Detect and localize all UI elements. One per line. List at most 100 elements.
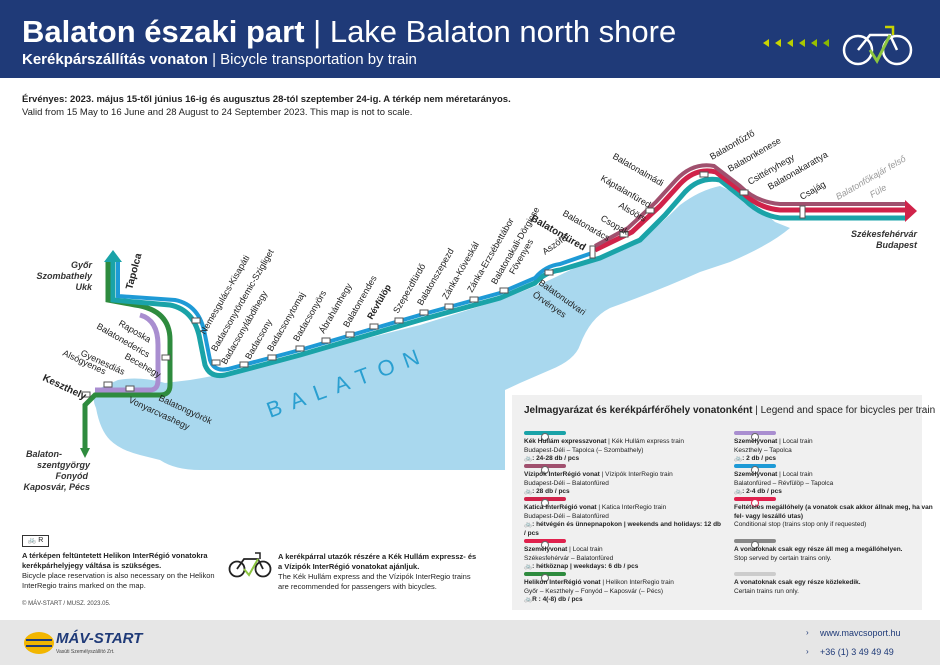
legend-name-en: Stop served by certain trains only. (734, 554, 832, 562)
line-helikon (82, 262, 173, 450)
station-tapolca: Tapolca (124, 252, 144, 291)
station-markers (81, 171, 806, 398)
end-szekesfehervar: Székesfehérvár (851, 229, 918, 239)
reservation-note: A térképen feltüntetett Helikon InterRég… (22, 551, 227, 591)
legend-name-hu: Katica InterRégió vonat (524, 504, 597, 511)
station-marker (125, 385, 135, 392)
conditional-stop-icon (751, 499, 759, 507)
station-marker (544, 269, 554, 276)
validity-note: Érvényes: 2023. május 15-től június 16-i… (22, 93, 511, 119)
station-dot-icon (751, 433, 759, 441)
subtitle-english: Bicycle transportation by train (220, 51, 417, 68)
page-subtitle: Kerékpárszállítás vonaton | Bicycle tran… (22, 51, 417, 68)
footer-phone[interactable]: +36 (1) 3 49 49 49 (820, 647, 894, 657)
station-marker (369, 323, 379, 330)
line-local-blue (116, 250, 596, 372)
end-kaposvar: Kaposvár, Pécs (23, 482, 90, 492)
end-gyor: Győr (71, 260, 93, 270)
bike-reservation-badge: 🚲 R (22, 535, 49, 547)
legend-name-en: Helikon InterRegio train (605, 579, 674, 586)
station-marker (739, 189, 749, 196)
station-marker (191, 317, 201, 324)
title-english: Lake Balaton north shore (329, 14, 677, 49)
legend-route: Budapest-Déli – Tapolca (– Szombathely) (524, 446, 644, 454)
legend-swatch (734, 572, 776, 576)
validity-hungarian: Érvényes: 2023. május 15-től június 16-i… (22, 94, 511, 105)
legend-text: Helikon InterRégió vonat | Helikon Inter… (524, 579, 674, 603)
legend-swatch (524, 431, 566, 441)
legend-capacity: : 2-4 db / pcs (742, 488, 782, 495)
legend-title-separator: | (752, 405, 761, 416)
legend-swatch (524, 497, 566, 507)
bicycle-icon (228, 552, 272, 578)
legend-title: Jelmagyarázat és kerékpárférőhely vonato… (524, 405, 935, 416)
legend-name-hu: A vonatoknak csak egy része áll meg a me… (734, 546, 903, 553)
station-marker (589, 245, 596, 259)
legend-swatch (524, 572, 566, 582)
legend-capacity: : hétköznap | weekdays: 6 db / pcs (532, 563, 639, 570)
station-csajag: Csajág (798, 179, 827, 202)
legend-text: A vonatoknak csak egy része áll meg a me… (734, 546, 934, 563)
footer-website-link[interactable]: www.mavcsoport.hu (820, 628, 901, 638)
legend-name-en: Local train (782, 438, 813, 445)
arrow-east-icon (905, 200, 917, 222)
legend-route: Győr – Keszthely – Fonyód – Kaposvár (– … (524, 587, 664, 595)
station-marker (419, 309, 429, 316)
legend-route: Székesfehérvár – Balatonfüred (524, 554, 614, 562)
legend-swatch (734, 431, 776, 441)
chevron-right-icon: › (806, 628, 809, 637)
station-keszthely: Keszthely (41, 373, 88, 403)
station-fule: Füle (868, 182, 888, 199)
legend-swatch (524, 539, 566, 549)
station-marker (699, 171, 709, 178)
footer: MÁV-START Vasúti Személyszállító Zrt. › … (0, 620, 940, 665)
station-dot-icon (541, 574, 549, 582)
legend-text: A vonatoknak csak egy része közlekedik.C… (734, 579, 934, 596)
legend-capacity: : hétvégén és ünnepnapokon | weekends an… (524, 521, 722, 537)
station-marker (619, 231, 629, 238)
recommendation-note-en: The Kék Hullám express and the Vízipók I… (278, 572, 471, 591)
end-ukk: Ukk (75, 282, 93, 292)
recommendation-note-hu: A kerékpárral utazók részére a Kék Hullá… (278, 552, 477, 571)
line-katica (593, 168, 905, 253)
legend-capacity: : 2 db / pcs (742, 455, 777, 462)
reservation-note-hu: A térképen feltüntetett Helikon InterRég… (22, 551, 208, 570)
station-marker (211, 359, 221, 366)
legend-name-hu: Feltételes megállóhely (a vonatok csak a… (734, 504, 933, 520)
legend-name-en: Vízipók InterRegio train (605, 471, 673, 478)
legend-panel: Jelmagyarázat és kerékpárférőhely vonato… (512, 395, 935, 610)
station-marker (345, 331, 355, 338)
footer-brand: MÁV-START (56, 630, 143, 647)
station-marker (645, 207, 655, 214)
mav-logo-icon (24, 632, 54, 654)
lake-balaton (93, 186, 790, 470)
legend-swatch (734, 539, 776, 549)
station-marker (295, 345, 305, 352)
legend-name-en: Certain trains run only. (734, 587, 799, 595)
legend-title-english: Legend and space for bicycles per train (760, 405, 936, 416)
legend-name-hu: Személyvonat (734, 438, 778, 445)
legend-capacity: R : 4(-8) db / pcs (532, 596, 583, 603)
title-separator: | (304, 14, 330, 49)
station-dot-icon (751, 466, 759, 474)
station-dot-icon (541, 433, 549, 441)
line-local-lilac (95, 312, 161, 393)
subtitle-hungarian: Kerékpárszállítás vonaton (22, 51, 208, 68)
legend-swatch (524, 464, 566, 474)
legend-name-en: Local train (782, 471, 813, 478)
legend-text: Katica InterRégió vonat | Katica InterRe… (524, 504, 722, 537)
station-dot-icon (541, 466, 549, 474)
end-budapest: Budapest (876, 240, 918, 250)
station-marker (499, 287, 509, 294)
legend-name-en: Kék Hullám express train (611, 438, 684, 445)
legend-name-hu: Kék Hullám expresszvonat (524, 438, 607, 445)
legend-name-en: Local train (572, 546, 603, 553)
station-marker (161, 354, 171, 361)
end-szombathely: Szombathely (36, 271, 93, 281)
arrow-north-icon (104, 250, 122, 262)
subtitle-separator: | (207, 51, 221, 68)
title-hungarian: Balaton északi part (22, 14, 305, 49)
header: Balaton északi part | Lake Balaton north… (0, 0, 940, 78)
